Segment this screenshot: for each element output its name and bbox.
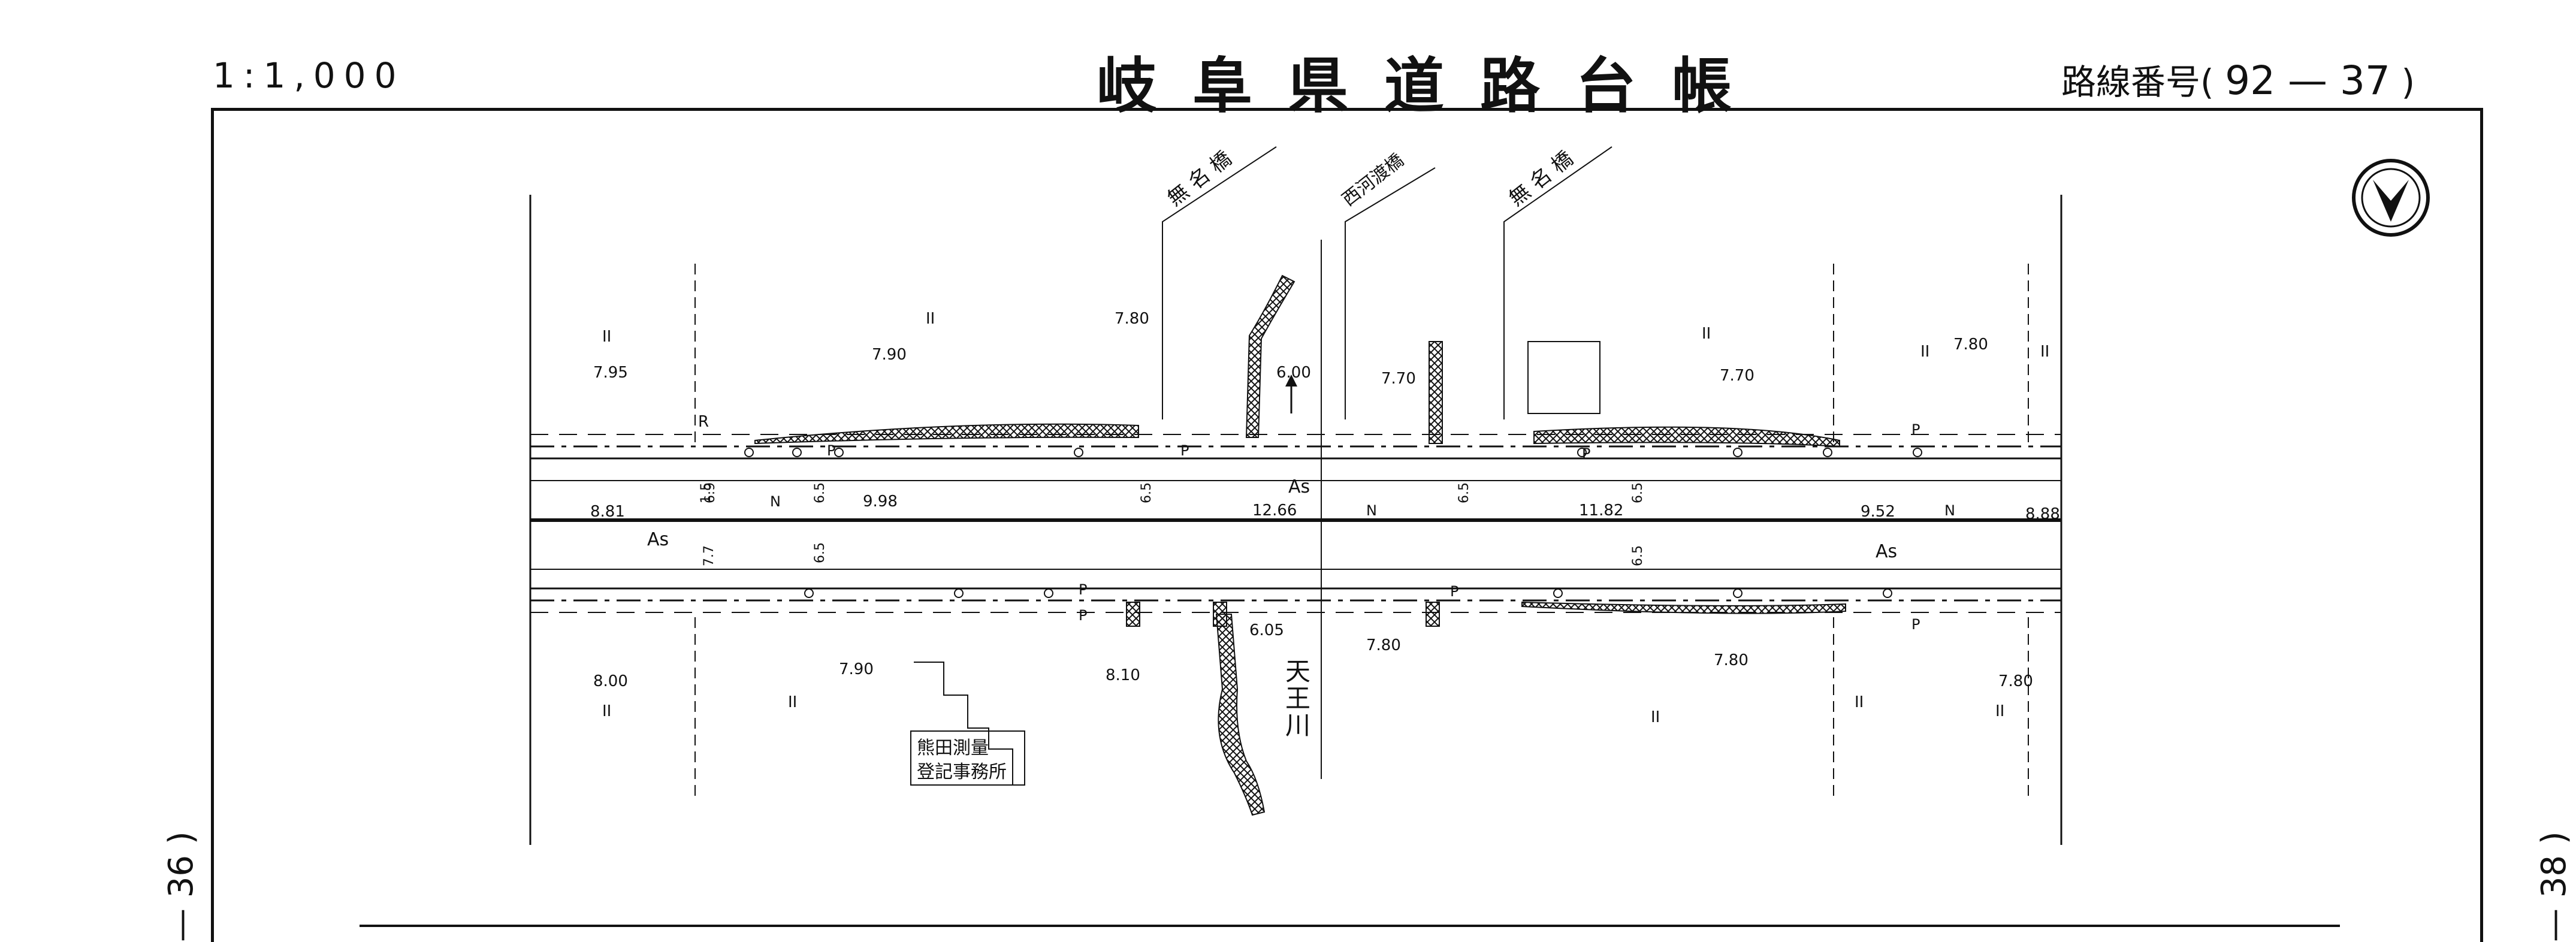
elevation-12: 7.80 [1366, 636, 1401, 654]
pole-mark-3: P [1582, 445, 1590, 462]
river-label-3: 川 [1285, 711, 1310, 740]
elevation-3: 7.80 [1115, 310, 1149, 328]
elevation-7: 7.80 [1953, 336, 1988, 354]
pole-mark-8: P [1911, 616, 1920, 633]
paddy-mark-ne3: II [2040, 343, 2049, 361]
paddy-mark-se2: II [1855, 693, 1864, 711]
elevation-10: 8.10 [1106, 666, 1140, 684]
pole-mark-6: P [1079, 607, 1087, 624]
route-number: 路線番号( 92 — 37 ) [2061, 54, 2415, 104]
r-mark: R [698, 413, 709, 431]
office-label-1: 熊田測量 [917, 738, 989, 759]
office-building-outline [914, 662, 1013, 785]
river-label-1: 天 [1285, 657, 1310, 686]
width-6: 8.88 [2025, 505, 2060, 523]
bridge-leaders [1162, 146, 1612, 419]
office-box [910, 730, 1025, 786]
paddy-mark-nw: II [602, 328, 611, 346]
north-shoulder-east [1533, 426, 1840, 448]
surface-label-east: As [1876, 541, 1897, 562]
paddy-mark-se3: II [1995, 702, 2004, 720]
n-mark-west: N [770, 493, 781, 510]
elevation-2: 7.90 [872, 346, 907, 364]
office-label-2: 登記事務所 [917, 762, 1007, 783]
parcel-dashes [694, 264, 2029, 797]
lane-dim-6: 6.5 [1139, 482, 1154, 503]
map-frame [211, 108, 2483, 942]
pole-mark-5: P [1079, 581, 1087, 598]
paddy-mark-ne2: II [1920, 343, 1929, 361]
elevation-11: 6.05 [1249, 621, 1284, 639]
bridge-abutment-south-mid [1213, 602, 1227, 627]
bridge-label-west: 無 名 橋 [1163, 146, 1236, 211]
paddy-mark-sw: II [602, 702, 611, 720]
n-mark-east: N [1944, 502, 1955, 519]
elevation-6: 7.70 [1720, 367, 1754, 385]
lane-dim-2: 6.9 [703, 482, 718, 503]
bridge-abutment-north [1429, 341, 1443, 444]
width-1: 8.81 [590, 503, 625, 521]
pole-mark-4: P [1911, 421, 1920, 438]
route-close: ) [2401, 62, 2415, 102]
lane-dim-8: 6.5 [1630, 482, 1645, 503]
elevation-5: 7.70 [1381, 370, 1416, 388]
lane-dim-4: 6.5 [813, 482, 828, 503]
map-scale: 1:1,000 [213, 55, 405, 96]
route-label: 路線番号( [2061, 62, 2214, 102]
road-edges [530, 434, 2061, 613]
width-5: 9.52 [1861, 503, 1895, 521]
elevation-8: 8.00 [593, 672, 628, 690]
elevation-4: 6.00 [1276, 364, 1311, 382]
pole-mark-7: P [1450, 583, 1458, 600]
lane-dim-3: 7.7 [702, 545, 717, 566]
paddy-mark-s: II [788, 693, 797, 711]
lane-dim-9: 6.5 [1630, 545, 1645, 566]
elevation-1: 7.95 [593, 364, 628, 382]
lane-dim-7: 6.5 [1457, 482, 1472, 503]
elevation-13: 7.80 [1714, 651, 1748, 669]
width-3: 12.66 [1252, 502, 1297, 520]
width-2: 9.98 [863, 493, 898, 511]
elevation-14: 7.80 [1998, 672, 2033, 690]
surface-label-centre: As [1288, 476, 1310, 497]
surface-label-west: As [647, 529, 669, 550]
north-shoulder-west [754, 423, 1139, 445]
poles-south [804, 588, 1892, 598]
width-4: 11.82 [1579, 502, 1623, 520]
north-arrow-icon [2352, 159, 2430, 237]
pole-mark-1: P [827, 442, 835, 459]
bridge-abutment-south-west [1126, 602, 1140, 627]
river-label-2: 王 [1285, 684, 1310, 713]
route-number-value: 92 — 37 [2225, 58, 2391, 104]
south-shoulder-east [1521, 601, 1846, 614]
river-bank-north [1245, 274, 1295, 438]
n-mark-centre: N [1366, 502, 1377, 519]
lane-dim-5: 6.5 [813, 542, 828, 563]
river-bank-south [1215, 614, 1266, 816]
paddy-mark-n: II [926, 310, 935, 328]
poles-north [744, 448, 1922, 457]
paddy-mark-ne: II [1702, 325, 1711, 343]
building-north-east [1527, 341, 1600, 414]
paddy-mark-se: II [1651, 708, 1660, 726]
lane-dim-1: 1.5 [699, 482, 714, 503]
pole-mark-2: P [1180, 442, 1189, 459]
bridge-abutment-south-east [1426, 602, 1440, 627]
elevation-9: 7.90 [839, 660, 874, 678]
bridge-label-centre: 西河渡橋 [1338, 150, 1408, 210]
